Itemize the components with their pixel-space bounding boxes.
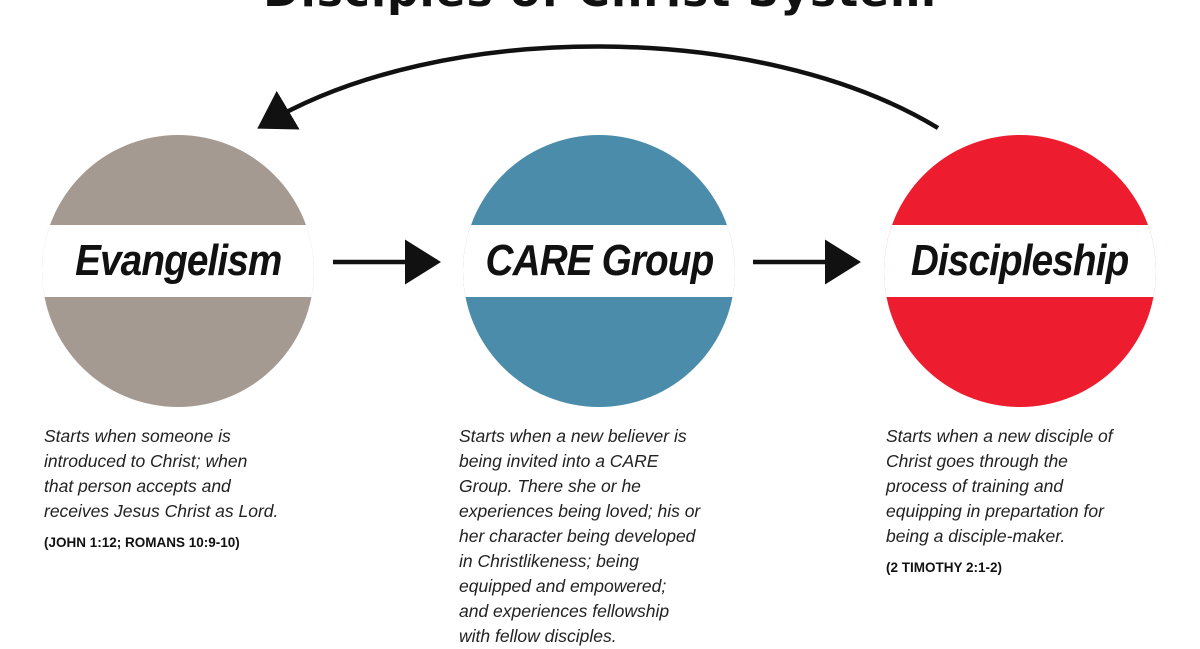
- evangelism-circle: Evangelism: [42, 135, 314, 407]
- cycle-return-arrow: [257, 44, 940, 130]
- stage-label: CARE Group: [485, 236, 714, 285]
- scripture-reference: (2 TIMOTHY 2:1-2): [886, 560, 1003, 575]
- arrows-layer: [257, 44, 940, 285]
- evangelism-description: Starts when someone is introduced to Chr…: [44, 424, 278, 555]
- care-group-circle: CARE Group: [463, 135, 735, 407]
- discipleship-circle: Discipleship: [884, 135, 1156, 407]
- diagram-title: Disciples of Christ System: [0, 0, 1200, 17]
- stage-label: Discipleship: [911, 236, 1129, 285]
- description-text: Starts when a new believer is being invi…: [459, 426, 701, 646]
- scripture-reference: (JOHN 1:12; ROMANS 10:9-10): [44, 535, 240, 550]
- care-group-description: Starts when a new believer is being invi…: [459, 424, 700, 649]
- description-text: Starts when a new disciple of Christ goe…: [886, 426, 1113, 546]
- description-text: Starts when someone is introduced to Chr…: [44, 426, 279, 521]
- stage-label: Evangelism: [74, 236, 282, 285]
- discipleship-description: Starts when a new disciple of Christ goe…: [886, 424, 1113, 580]
